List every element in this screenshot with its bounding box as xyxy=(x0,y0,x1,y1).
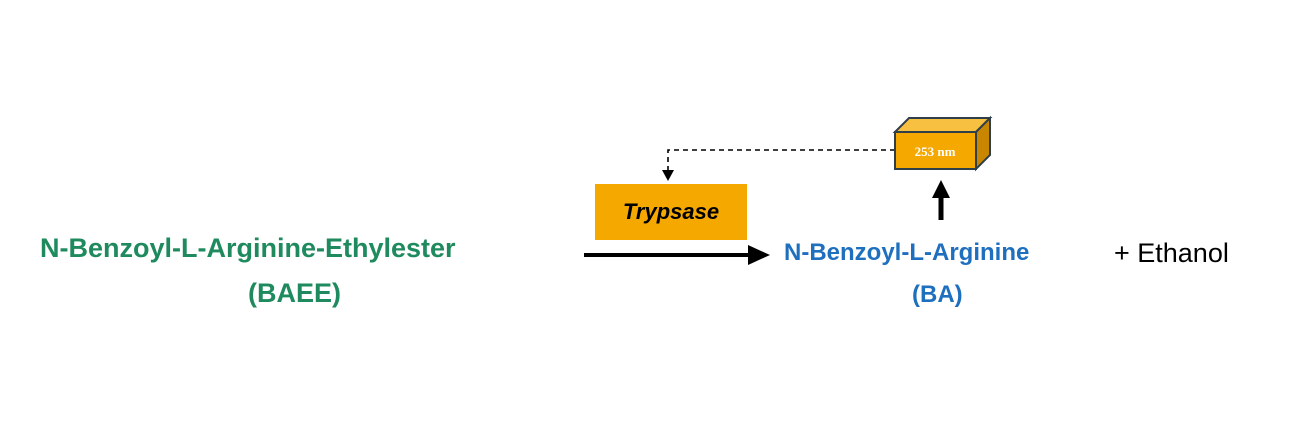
wavelength-label: 253 nm xyxy=(915,144,956,159)
detector-box-icon: 253 nm xyxy=(892,115,993,172)
detection-arrow xyxy=(932,180,950,220)
product-name: N-Benzoyl-L-Arginine xyxy=(784,239,1030,266)
substrate-name: N-Benzoyl-L-Arginine-Ethylester xyxy=(40,233,456,263)
feedback-dashed-arrow xyxy=(662,149,895,181)
enzyme-label: Trypsase xyxy=(622,199,720,224)
reaction-arrow xyxy=(584,245,770,265)
product-abbreviation: (BA) xyxy=(912,281,963,308)
byproduct-label: + Ethanol xyxy=(1114,238,1229,268)
substrate-abbreviation: (BAEE) xyxy=(248,278,341,308)
enzyme-box: Trypsase xyxy=(595,184,747,240)
